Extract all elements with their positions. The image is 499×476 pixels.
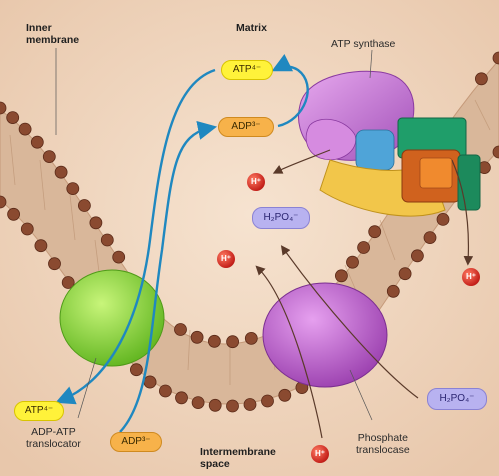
lipid-head: [55, 166, 67, 178]
lipid-head: [90, 217, 102, 229]
lipid-head: [7, 112, 19, 124]
lipid-head: [279, 389, 291, 401]
lipid-head: [31, 136, 43, 148]
proton-matrix-synthase: H⁺: [247, 173, 265, 191]
lipid-head: [78, 200, 90, 212]
lipid-head: [387, 285, 399, 297]
lipid-head: [209, 399, 221, 411]
lipid-head: [244, 399, 256, 411]
lipid-head: [475, 73, 487, 85]
proton-matrix-phosphate: H⁺: [217, 250, 235, 268]
phosphate-ims-badge: H₂PO₄⁻: [427, 388, 487, 410]
lipid-head: [130, 364, 142, 376]
lipid-head: [191, 331, 203, 343]
lipid-head: [35, 240, 47, 252]
lipid-head: [67, 183, 79, 195]
lipid-head: [101, 234, 113, 246]
lipid-head: [437, 213, 449, 225]
adp-ims-badge: ADP³⁻: [110, 432, 162, 452]
lipid-head: [399, 268, 411, 280]
atp-ims-badge: ATP⁴⁻: [14, 401, 64, 421]
lipid-head: [21, 223, 33, 235]
lipid-head: [424, 232, 436, 244]
phosphate-translocase-protein: [263, 283, 387, 387]
lipid-head: [43, 151, 55, 163]
lipid-head: [159, 385, 171, 397]
lipid-head: [347, 256, 359, 268]
lipid-head: [8, 208, 20, 220]
lipid-head: [369, 226, 381, 238]
intermembrane-space-label: Intermembrane space: [200, 446, 276, 470]
phosphate-translocase-label: Phosphate translocase: [356, 432, 410, 456]
proton-ims-synthase: H⁺: [462, 268, 480, 286]
lipid-head: [175, 324, 187, 336]
lipid-head: [144, 376, 156, 388]
lipid-head: [262, 395, 274, 407]
adp-matrix-badge: ADP³⁻: [218, 117, 274, 137]
lipid-head: [19, 123, 31, 135]
lipid-head: [113, 251, 125, 263]
lipid-head: [358, 242, 370, 254]
lipid-head: [176, 392, 188, 404]
lipid-head: [245, 332, 257, 344]
atp-matrix-badge: ATP⁴⁻: [221, 60, 273, 80]
lipid-head: [49, 258, 61, 270]
proton-ims-phosphate: H⁺: [311, 445, 329, 463]
lipid-head: [208, 335, 220, 347]
inner-membrane-label: Inner membrane: [26, 22, 79, 46]
adp-atp-translocator-label: ADP-ATP translocator: [26, 426, 81, 450]
lipid-head: [227, 400, 239, 412]
lipid-head: [192, 397, 204, 409]
matrix-label: Matrix: [236, 22, 267, 34]
atp-synthase-label: ATP synthase: [331, 38, 395, 50]
lipid-head: [335, 270, 347, 282]
lipid-head: [227, 336, 239, 348]
lipid-head: [411, 250, 423, 262]
phosphate-matrix-badge: H₂PO₄⁻: [252, 207, 310, 229]
